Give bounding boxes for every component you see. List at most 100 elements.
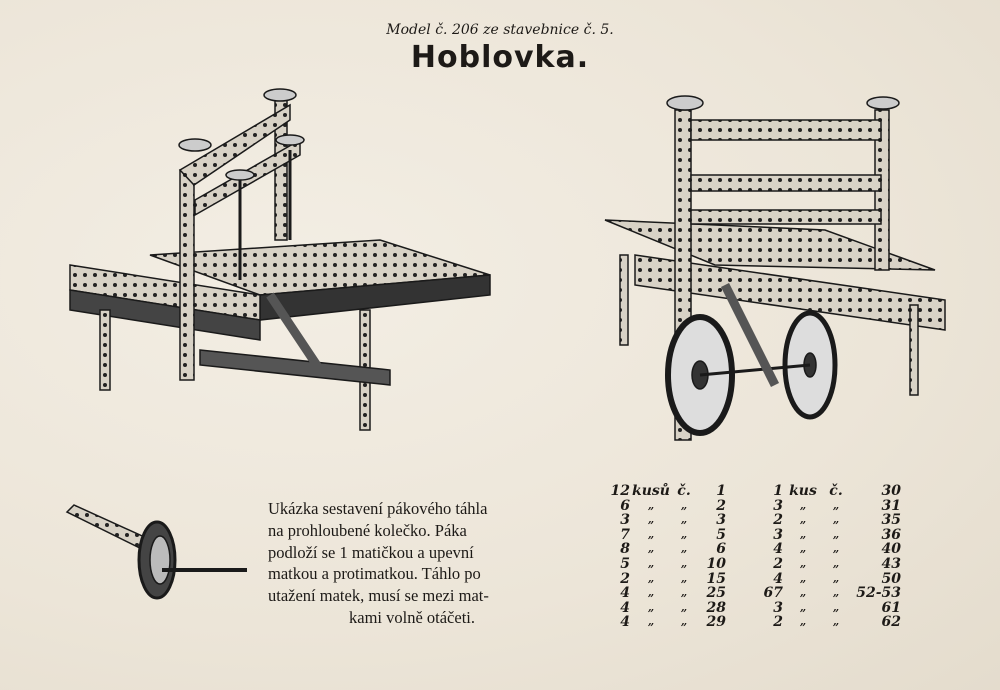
- ditto-mark: „: [799, 542, 807, 556]
- caption-line: utažení matek, musí se mezi mat-: [268, 586, 489, 606]
- ditto-mark: „: [799, 615, 807, 629]
- caption-line: na prohloubené kolečko. Páka: [268, 520, 467, 540]
- ditto-mark: „: [647, 513, 655, 527]
- parts-header-row: 1 kus č. 30: [755, 484, 901, 499]
- ditto-mark: „: [647, 586, 655, 600]
- ditto-mark: „: [647, 527, 655, 541]
- ditto-mark: „: [647, 571, 655, 585]
- ditto-mark: „: [799, 556, 807, 570]
- part-number: 6: [716, 541, 726, 558]
- ditto-mark: „: [832, 586, 840, 600]
- part-number: 35: [881, 512, 901, 529]
- part-count: 2: [773, 614, 783, 631]
- parts-row: 4„„29: [606, 615, 726, 630]
- ditto-mark: „: [799, 498, 807, 512]
- part-count: 1: [773, 483, 783, 499]
- ditto-mark: „: [680, 513, 688, 527]
- planer-model-illustration-left: [69, 88, 491, 431]
- part-count: 12: [610, 483, 630, 499]
- ditto-mark: „: [832, 556, 840, 570]
- ditto-mark: „: [832, 571, 840, 585]
- parts-row: 4 „ „ 25: [606, 586, 726, 601]
- part-number: 28: [706, 599, 726, 616]
- parts-row: 3„„36: [755, 528, 901, 543]
- parts-row: 4„„40: [755, 542, 901, 557]
- parts-row: 2 „ „ 35: [755, 513, 901, 528]
- parts-row: 7 „ „ 5: [606, 528, 726, 543]
- part-number: 50: [881, 570, 901, 587]
- ditto-mark: „: [680, 556, 688, 570]
- ditto-mark: „: [799, 527, 807, 541]
- part-number: 43: [881, 555, 901, 572]
- part-count: 2: [773, 512, 783, 529]
- part-number: 1: [716, 483, 726, 499]
- ditto-mark: „: [680, 527, 688, 541]
- lever-rod-detail-illustration: [65, 504, 247, 600]
- part-count: 5: [620, 555, 630, 572]
- part-number: 15: [706, 570, 726, 587]
- ditto-mark: „: [647, 542, 655, 556]
- parts-row: 2 „ „ 43: [755, 557, 901, 572]
- part-count: 7: [620, 526, 630, 543]
- ditto-mark: „: [799, 513, 807, 527]
- parts-row: 2 „ „ 62: [755, 615, 901, 630]
- part-count: 4: [773, 541, 783, 558]
- number-label: č.: [829, 483, 843, 499]
- ditto-mark: „: [832, 513, 840, 527]
- parts-row: 5„„10: [606, 557, 726, 572]
- unit-label: kus: [789, 483, 817, 499]
- number-label: č.: [677, 483, 691, 499]
- part-number: 10: [706, 555, 726, 572]
- part-count: 3: [773, 526, 783, 543]
- part-number: 62: [881, 614, 901, 631]
- parts-row: 2 „ „ 15: [606, 570, 726, 587]
- part-number: 61: [881, 599, 901, 616]
- parts-row: 3 „ „ 3: [606, 513, 726, 528]
- part-count: 8: [620, 541, 630, 558]
- ditto-mark: „: [832, 498, 840, 512]
- ditto-mark: „: [799, 586, 807, 600]
- part-count: 2: [620, 570, 630, 587]
- unit-label: kusů: [632, 483, 670, 499]
- parts-row: 3„„31: [755, 497, 901, 514]
- ditto-mark: „: [647, 600, 655, 614]
- ditto-mark: „: [680, 615, 688, 629]
- caption-line: podloží se 1 matičkou a upevní: [268, 542, 474, 562]
- part-count: 4: [773, 570, 783, 587]
- parts-row: 4„„28: [606, 601, 726, 616]
- ditto-mark: „: [680, 571, 688, 585]
- part-number: 5: [716, 526, 726, 543]
- ditto-mark: „: [680, 498, 688, 512]
- part-number: 30: [881, 483, 901, 499]
- part-count: 4: [620, 585, 630, 602]
- part-number: 25: [706, 585, 726, 602]
- part-number: 3: [716, 512, 726, 529]
- ditto-mark: „: [799, 600, 807, 614]
- ditto-mark: „: [832, 615, 840, 629]
- planer-model-illustration-right: [604, 95, 946, 441]
- page-title: Hoblovka.: [410, 40, 590, 75]
- part-number: 36: [881, 526, 901, 543]
- ditto-mark: „: [680, 542, 688, 556]
- parts-row: 67„„52-53: [755, 586, 901, 601]
- model-subtitle: Model č. 206 ze stavebnice č. 5.: [386, 22, 614, 38]
- parts-row: 8 „ „ 6: [606, 542, 726, 557]
- part-count: 4: [620, 599, 630, 616]
- part-count: 3: [773, 497, 783, 514]
- part-count: 4: [620, 614, 630, 631]
- part-number: 2: [716, 497, 726, 514]
- part-count: 3: [620, 512, 630, 529]
- ditto-mark: „: [832, 600, 840, 614]
- part-number: 40: [881, 541, 901, 558]
- ditto-mark: „: [647, 615, 655, 629]
- caption-line: matkou a protimatkou. Táhlo po: [268, 564, 481, 584]
- ditto-mark: „: [647, 498, 655, 512]
- ditto-mark: „: [680, 586, 688, 600]
- assembly-caption: Ukázka sestavení pákového táhla na prohl…: [268, 498, 556, 629]
- caption-line: kami volně otáčeti.: [349, 607, 475, 627]
- ditto-mark: „: [799, 571, 807, 585]
- part-count: 2: [773, 555, 783, 572]
